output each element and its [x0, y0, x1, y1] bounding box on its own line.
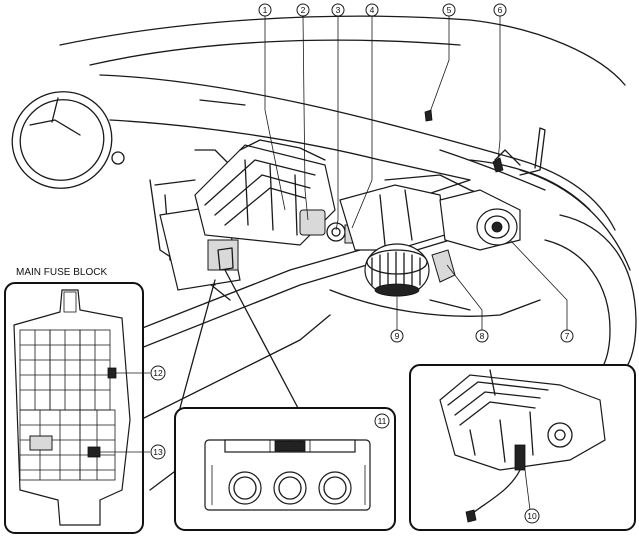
- callout-11: 11: [374, 413, 390, 429]
- callout-8: 8: [475, 329, 489, 343]
- svg-text:12: 12: [153, 368, 163, 378]
- callout-4: 4: [365, 3, 379, 17]
- svg-text:9: 9: [395, 331, 400, 341]
- main-fuse-block-inset: MAIN FUSE BLOCK: [4, 267, 150, 534]
- svg-text:7: 7: [565, 331, 570, 341]
- callout-6: 6: [493, 3, 507, 17]
- svg-text:2: 2: [301, 5, 306, 15]
- callout-9: 9: [390, 329, 404, 343]
- car-body-outline: [59, 15, 637, 386]
- climate-control-panel-inset: [174, 407, 396, 531]
- svg-text:1: 1: [263, 5, 268, 15]
- svg-text:8: 8: [480, 331, 485, 341]
- leader-lines: [179, 15, 568, 409]
- callout-5: 5: [442, 3, 456, 17]
- callout-13: 13: [150, 444, 166, 460]
- heater-unit-inset: [409, 364, 636, 531]
- svg-text:6: 6: [498, 5, 503, 15]
- callout-7: 7: [560, 329, 574, 343]
- svg-text:13: 13: [153, 447, 163, 457]
- callout-10: 10: [524, 508, 540, 524]
- svg-text:4: 4: [370, 5, 375, 15]
- callout-3: 3: [331, 3, 345, 17]
- callout-12: 12: [150, 365, 166, 381]
- svg-text:10: 10: [527, 511, 537, 521]
- svg-text:3: 3: [336, 5, 341, 15]
- main-fuse-block-label: MAIN FUSE BLOCK: [16, 267, 107, 278]
- heater-unit-assembly: [194, 109, 546, 297]
- svg-text:5: 5: [447, 5, 452, 15]
- callout-2: 2: [296, 3, 310, 17]
- svg-text:11: 11: [378, 416, 387, 426]
- steering-wheel: [11, 91, 125, 189]
- callout-1: 1: [258, 3, 272, 17]
- control-knobs: [228, 471, 352, 505]
